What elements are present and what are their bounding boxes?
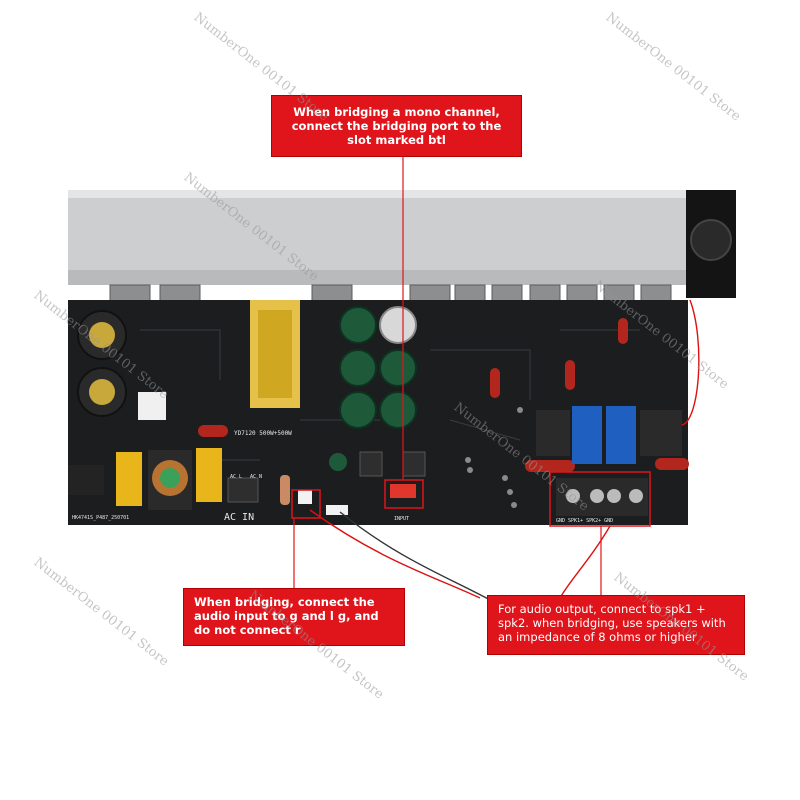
x-capacitor — [116, 452, 142, 506]
callout-bridging-mono: When bridging a mono channel, connect th… — [271, 95, 522, 157]
ac-n-label: AC N — [250, 474, 263, 480]
callout-bridging-input-text: When bridging, connect the audio input t… — [194, 595, 379, 637]
speaker-terminal-label: GND SPK1+ SPK2+ GND — [556, 518, 614, 524]
x-capacitor — [196, 448, 222, 502]
ac-l-label: AC L — [230, 474, 243, 480]
model-label: YD7120 500W+500W — [234, 430, 292, 437]
relay — [606, 406, 636, 464]
speaker-output-highlight — [549, 471, 651, 527]
callout-audio-output-text: For audio output, connect to spk1 + spk2… — [498, 602, 726, 644]
callout-audio-output: For audio output, connect to spk1 + spk2… — [487, 595, 745, 655]
input-connector — [390, 484, 416, 498]
heatsink — [68, 190, 700, 285]
part-code-label: HK4741S_P487_250701 — [72, 515, 130, 521]
callout-bridging-input: When bridging, connect the audio input t… — [183, 588, 405, 646]
input-port-highlight — [384, 479, 424, 509]
callout-bridging-mono-text: When bridging a mono channel, connect th… — [291, 105, 502, 147]
callout-leader-lines — [293, 157, 602, 595]
electrolytic-capacitors — [329, 306, 417, 471]
ac-in-label: AC IN — [224, 512, 255, 523]
cables — [309, 299, 700, 601]
relay — [572, 406, 602, 464]
input-label: INPUT — [394, 516, 410, 522]
bridge-port-highlight — [291, 489, 321, 519]
